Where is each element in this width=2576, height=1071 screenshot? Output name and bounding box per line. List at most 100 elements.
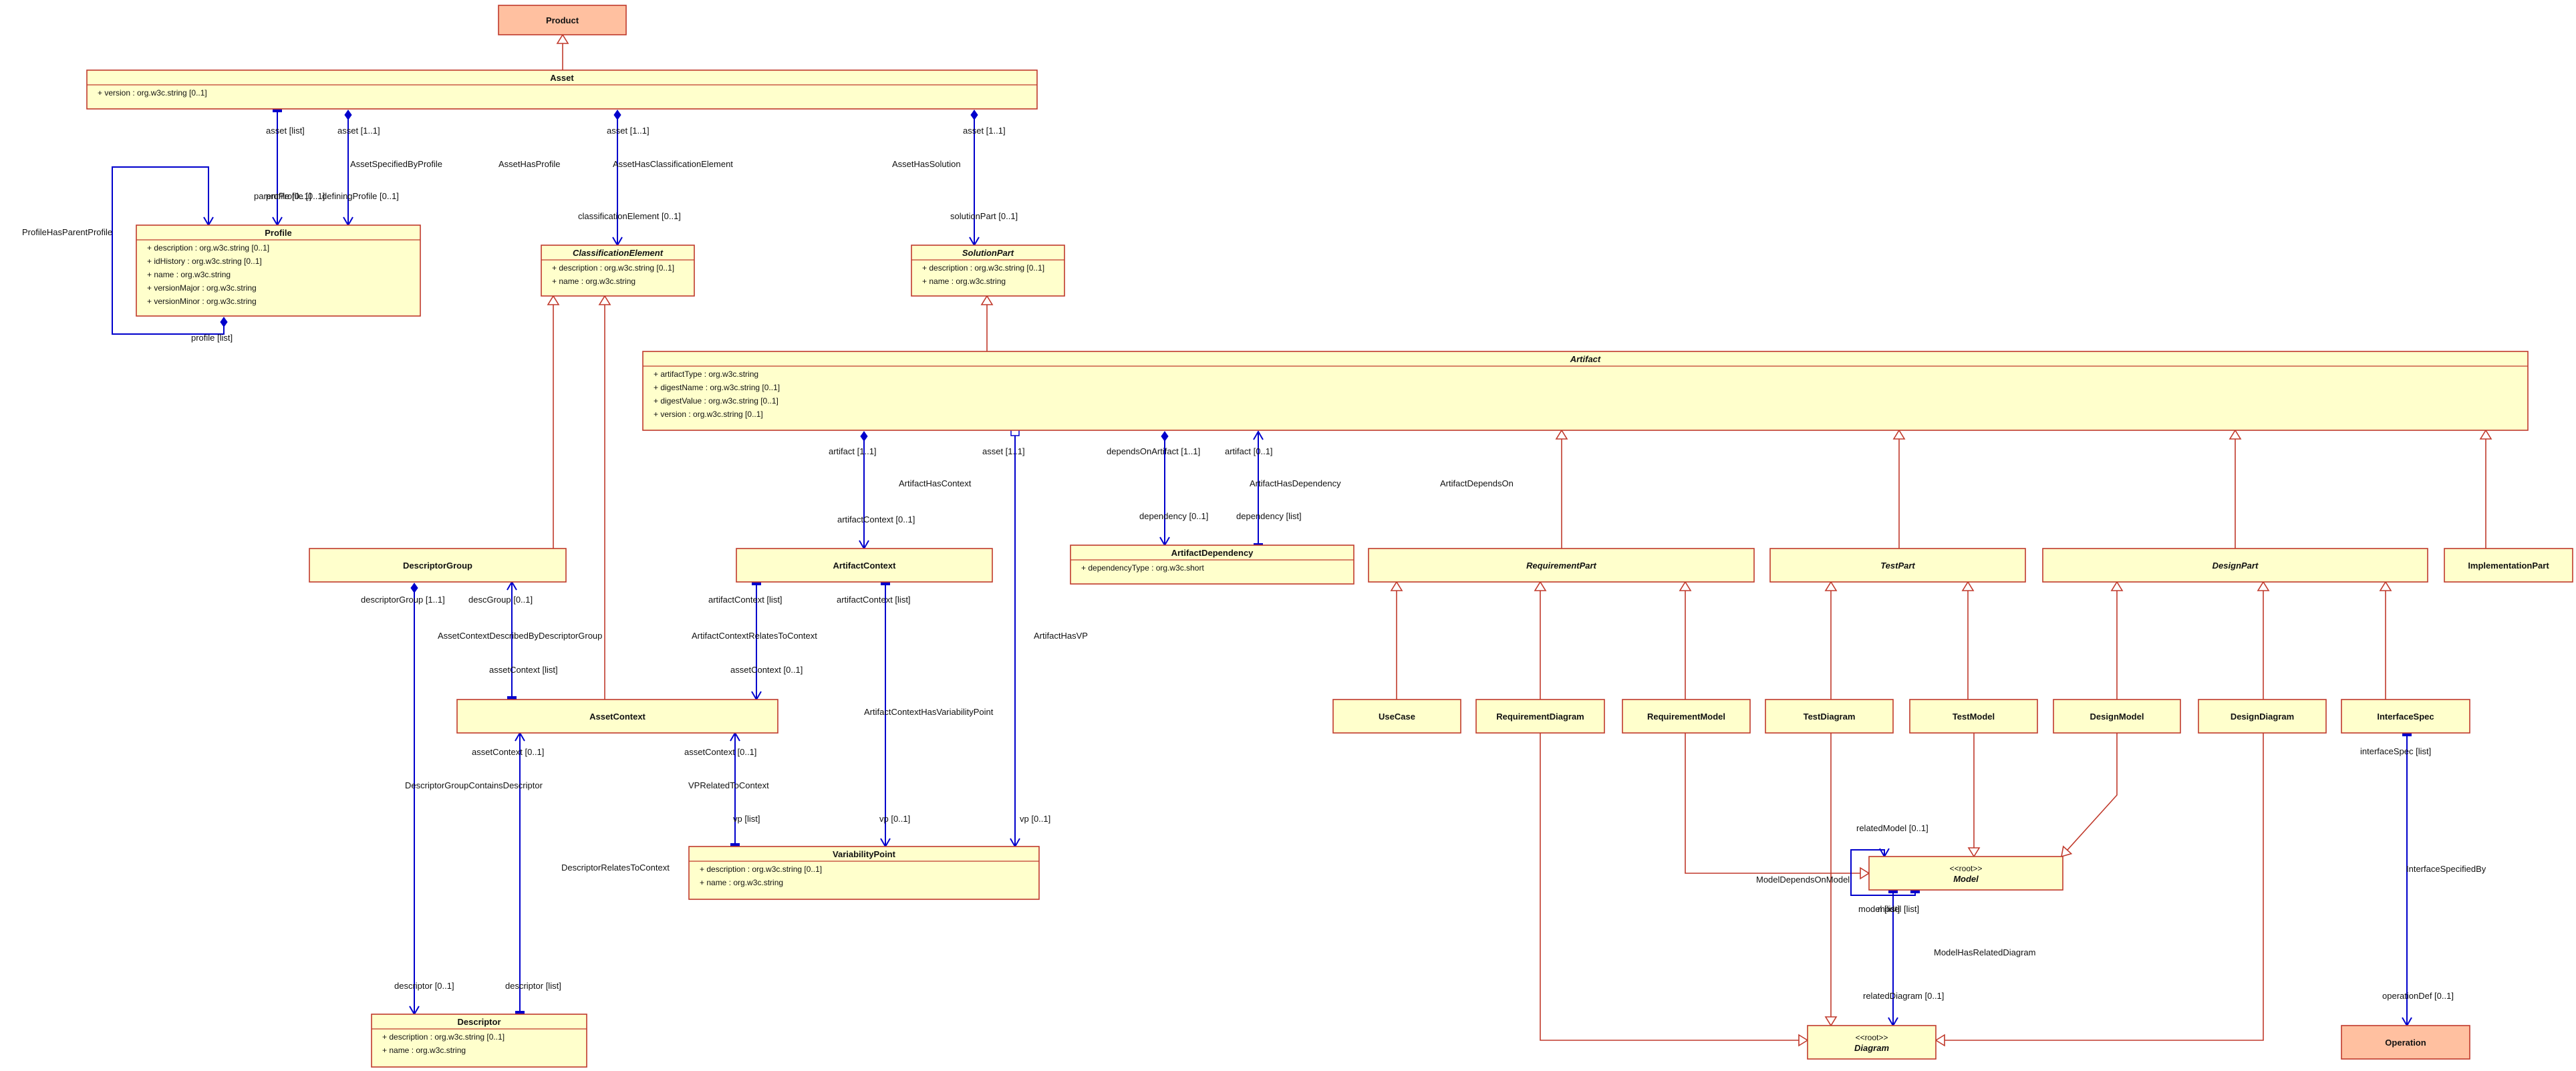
generalization-arrowhead [1961, 581, 1975, 591]
association-label: asset [1..1] [963, 126, 1006, 136]
association-label: artifactContext [list] [837, 595, 911, 605]
class-attribute: + name : org.w3c.string [552, 277, 635, 286]
class-box [541, 245, 695, 297]
association-line [515, 732, 525, 1015]
composition-diamond [344, 110, 352, 120]
class-asset-context: AssetContext [456, 699, 778, 734]
class-name: Descriptor [457, 1017, 500, 1027]
class-name: RequirementPart [1526, 561, 1596, 571]
class-use-case: UseCase [1332, 699, 1461, 734]
class-variability-point: VariabilityPoint + description : org.w3c.… [688, 846, 1040, 900]
class-attribute: + version : org.w3c.string [0..1] [654, 410, 763, 419]
class-box [688, 846, 1040, 900]
association-label: relatedDiagram [0..1] [1863, 991, 1944, 1001]
navigability-arrow [1253, 430, 1264, 440]
class-test-diagram: TestDiagram [1765, 699, 1894, 734]
class-name: DesignModel [2090, 712, 2144, 722]
class-box [456, 699, 778, 734]
class-test-model: TestModel [1909, 699, 2038, 734]
generalization-line [2257, 581, 2270, 700]
generalization-line [980, 295, 994, 351]
class-implementation-part: ImplementationPart [2444, 548, 2573, 583]
generalization-arrowhead [1679, 581, 1692, 591]
association-label: VPRelatedToContext [688, 780, 769, 790]
association-label: ProfileHasParentProfile [22, 227, 112, 237]
class-name: TestModel [1953, 712, 1995, 722]
class-name: AssetContext [589, 712, 646, 722]
generalization-arrowhead [1860, 867, 1870, 880]
class-classification-element: ClassificationElement + description : org… [541, 245, 695, 297]
generalization-line [1961, 581, 1975, 700]
class-box [498, 5, 627, 35]
class-name: ArtifactDependency [1171, 548, 1254, 558]
generalization-line [598, 295, 611, 700]
composition-diamond [1161, 431, 1169, 442]
association-label: interfaceSpec [list] [2360, 746, 2431, 756]
class-box [1622, 699, 1751, 734]
class-name: Artifact [1570, 354, 1601, 364]
class-name: RequirementModel [1647, 712, 1725, 722]
class-attribute: + digestValue : org.w3c.string [0..1] [654, 396, 778, 406]
generalization-arrowhead [556, 33, 569, 44]
class-name: RequirementDiagram [1496, 712, 1584, 722]
class-name: VariabilityPoint [833, 849, 896, 859]
class-attribute: + description : org.w3c.string [0..1] [700, 865, 822, 874]
association-label: DescriptorGroupContainsDescriptor [405, 780, 543, 790]
class-attribute: + description : org.w3c.string [0..1] [552, 263, 674, 273]
generalization-arrowhead [1967, 847, 1981, 858]
class-stereotype: <<root>> [1856, 1033, 1888, 1042]
association-label: artifact [0..1] [1225, 446, 1273, 456]
class-descriptor: Descriptor+ description : org.w3c.string… [371, 1014, 587, 1068]
generalization-line [1935, 733, 2264, 1047]
class-box [1909, 699, 2038, 734]
generalization-arrowhead [1892, 429, 1906, 440]
generalization-arrowhead [598, 295, 611, 305]
class-name: UseCase [1379, 712, 1415, 722]
association-label: vp [0..1] [879, 814, 910, 824]
association-label: parentProfile [0..1] [254, 191, 325, 201]
association-label: classificationElement [0..1] [578, 211, 681, 221]
association-label: artifactContext [list] [708, 595, 782, 605]
class-descriptor-group: DescriptorGroup [309, 548, 567, 583]
association-end-marker [2402, 732, 2412, 736]
generalization-arrowhead [1824, 1016, 1838, 1027]
association-end-marker [1910, 889, 1920, 893]
generalization-arrowhead [1798, 1034, 1809, 1047]
class-artifact-dependency: ArtifactDependency+ dependencyType : org… [1070, 545, 1354, 585]
association-end-marker [752, 581, 761, 585]
class-box [736, 548, 993, 583]
class-name: TestPart [1880, 561, 1915, 571]
class-box [1070, 545, 1354, 585]
generalization-arrowhead [2110, 581, 2124, 591]
association-line [2402, 732, 2412, 1027]
class-artifact-context: ArtifactContext [736, 548, 993, 583]
generalization-line [2110, 581, 2124, 700]
association-line [859, 431, 869, 550]
class-attribute: + artifactType : org.w3c.string [654, 369, 758, 379]
class-name: TestDiagram [1804, 712, 1856, 722]
class-box [1769, 548, 2026, 583]
generalization-line [2379, 581, 2392, 700]
generalization-line [1685, 733, 1870, 880]
association-end-marker [730, 843, 740, 847]
class-name: ClassificationElement [573, 248, 664, 258]
generalization-arrowhead [1390, 581, 1403, 591]
association-label: profile [0..1] [266, 191, 311, 201]
class-attribute: + name : org.w3c.string [382, 1046, 466, 1055]
class-name: Diagram [1854, 1043, 1889, 1053]
class-box [1475, 699, 1605, 734]
generalization-line [1390, 581, 1403, 700]
association-label: assetContext [0..1] [684, 747, 756, 757]
class-box [86, 69, 1038, 110]
generalization-line [547, 295, 560, 549]
class-name: DescriptorGroup [403, 561, 472, 571]
association-label: vp [0..1] [1020, 814, 1050, 824]
generalization-arrowhead [2479, 429, 2492, 440]
class-attribute: + description : org.w3c.string [0..1] [922, 263, 1044, 273]
association-line [409, 583, 420, 1016]
class-name: ImplementationPart [2468, 561, 2549, 571]
generalization-line [1892, 429, 1906, 549]
composition-diamond [860, 431, 868, 442]
class-box [911, 245, 1065, 297]
association-label: dependency [0..1] [1139, 511, 1208, 521]
